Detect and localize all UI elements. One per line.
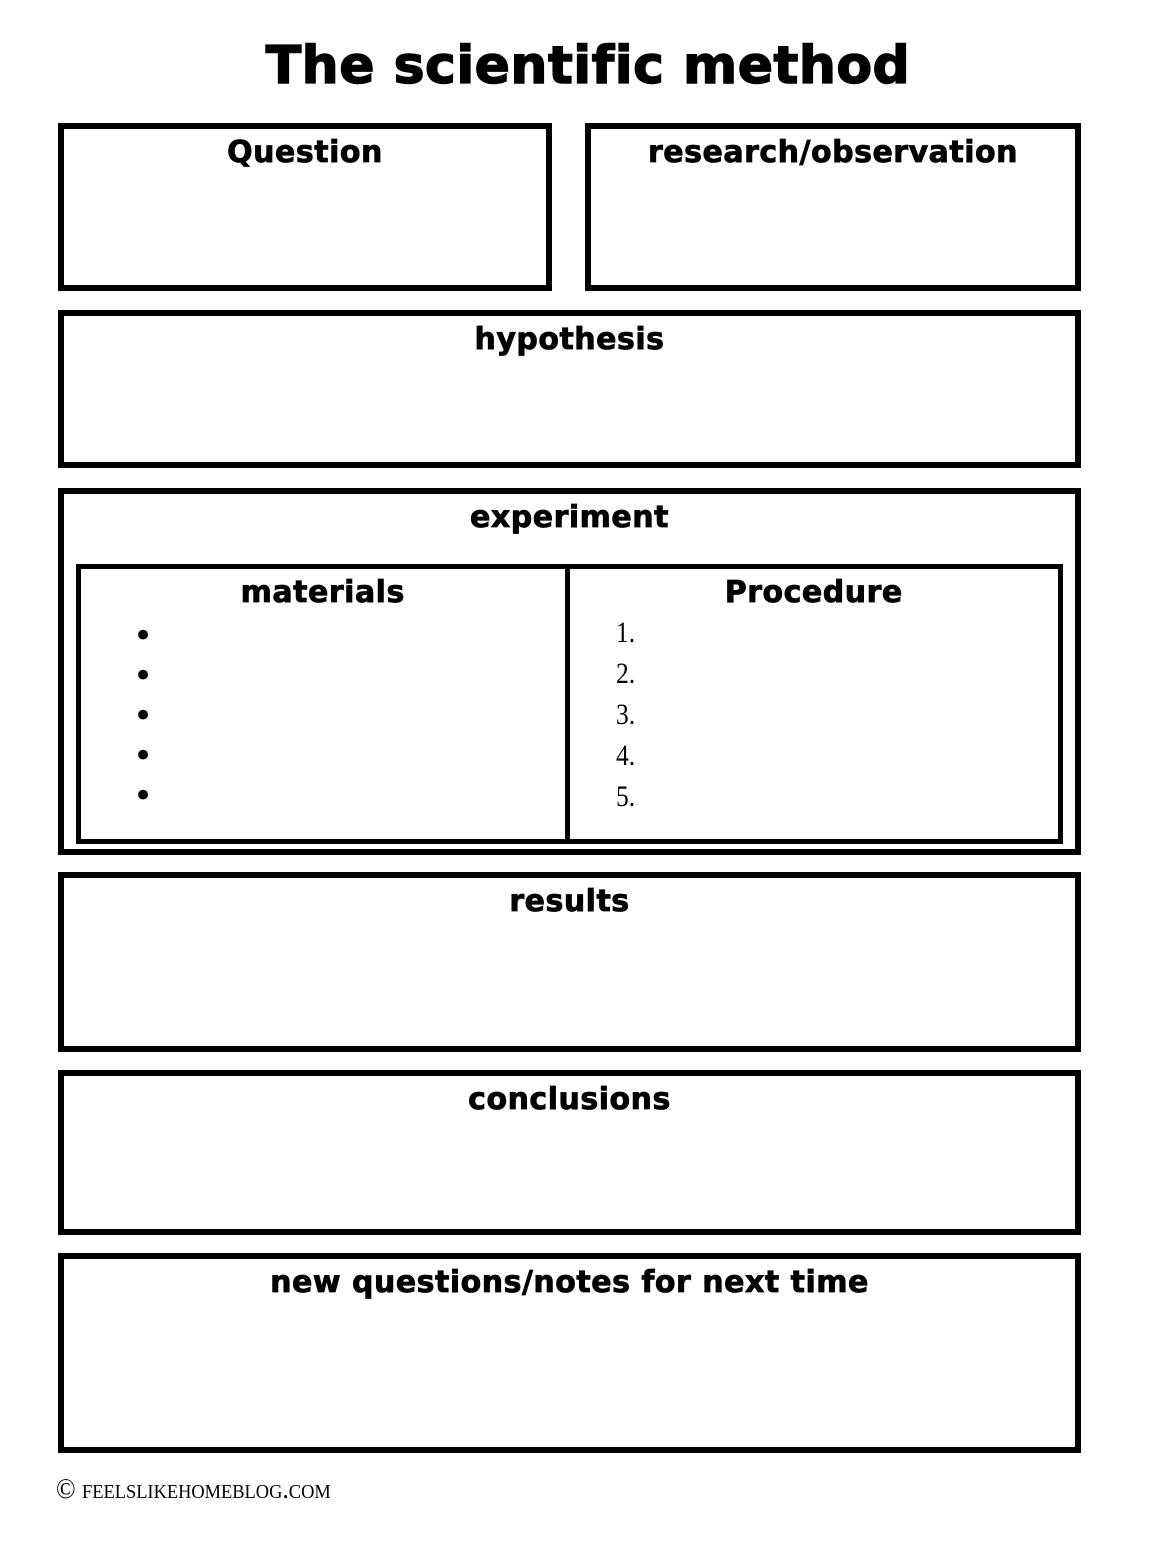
experiment-box: experiment materials ••••• Procedure 1.2…	[58, 488, 1081, 855]
question-box: Question	[58, 123, 552, 291]
experiment-label: experiment	[470, 500, 669, 536]
conclusions-box: conclusions	[58, 1070, 1081, 1235]
research-observation-label: research/observation	[648, 135, 1018, 171]
bullet-marker: •	[133, 696, 154, 736]
procedure-number: 1.	[615, 616, 635, 649]
results-label: results	[509, 884, 630, 920]
materials-cell: materials •••••	[81, 569, 570, 839]
results-box: results	[58, 872, 1081, 1052]
bullet-marker: •	[133, 736, 154, 776]
bullet-marker: •	[133, 616, 154, 656]
procedure-number: 3.	[615, 698, 635, 731]
question-label: Question	[227, 135, 383, 171]
copyright-footer: © feelslikehomeblog.com	[56, 1474, 331, 1505]
research-observation-box: research/observation	[585, 123, 1081, 291]
bullet-marker: •	[133, 656, 154, 696]
conclusions-label: conclusions	[468, 1082, 671, 1118]
procedure-cell: Procedure 1. 2. 3. 4. 5.	[570, 569, 1059, 839]
new-questions-label: new questions/notes for next time	[270, 1265, 869, 1301]
bullet-marker: •	[133, 776, 154, 816]
procedure-number: 5.	[615, 780, 635, 813]
procedure-label: Procedure	[724, 575, 903, 611]
new-questions-box: new questions/notes for next time	[58, 1253, 1081, 1453]
hypothesis-box: hypothesis	[58, 310, 1081, 468]
procedure-number: 4.	[615, 739, 635, 772]
page-title: The scientific method	[265, 35, 911, 97]
hypothesis-label: hypothesis	[474, 322, 665, 358]
materials-label: materials	[240, 575, 405, 611]
materials-bullet-list: •••••	[81, 616, 565, 816]
experiment-inner-box: materials ••••• Procedure 1.2.3.4.5.	[76, 564, 1063, 844]
procedure-number-list: 1. 2. 3. 4. 5.	[570, 612, 1059, 817]
procedure-number: 2.	[615, 657, 635, 690]
